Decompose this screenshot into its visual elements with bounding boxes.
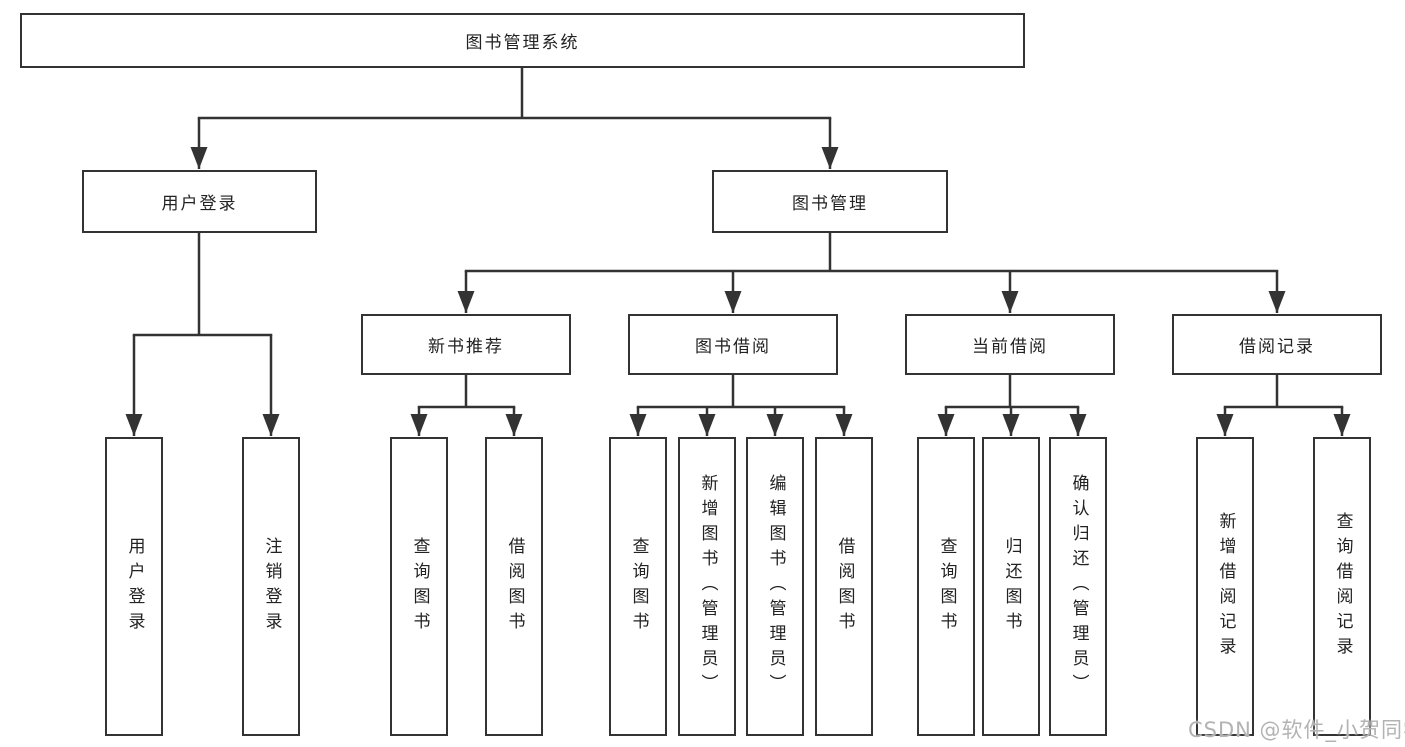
leaf-add-borrow-record: 新增借阅记录: [1196, 437, 1254, 736]
csdn-watermark: CSDN @软件_小贺同学: [1188, 718, 1405, 742]
connector-group: [125, 68, 1351, 436]
leaf-edit-books-admin: 编辑图书（管理员）: [746, 437, 804, 736]
leaf-borrow-books: 借阅图书: [485, 437, 543, 736]
leaf-user-login: 用户登录: [105, 437, 163, 736]
node-book-management: 图书管理: [712, 170, 948, 233]
leaf-logout: 注销登录: [242, 437, 300, 736]
leaf-confirm-return-admin: 确认归还（管理员）: [1049, 437, 1107, 736]
leaf-borrow-books: 借阅图书: [815, 437, 873, 736]
node-library-system: 图书管理系统: [20, 13, 1025, 68]
leaf-query-borrow-record: 查询借阅记录: [1313, 437, 1371, 736]
node-book-borrowing: 图书借阅: [628, 314, 838, 375]
node-current-borrowing: 当前借阅: [905, 314, 1115, 375]
node-user-login: 用户登录: [82, 170, 317, 233]
leaf-return-books: 归还图书: [982, 437, 1040, 736]
leaf-query-books: 查询图书: [917, 437, 975, 736]
leaf-query-books: 查询图书: [390, 437, 448, 736]
node-borrowing-records: 借阅记录: [1172, 314, 1382, 375]
leaf-add-books-admin: 新增图书（管理员）: [678, 437, 736, 736]
leaf-query-books: 查询图书: [609, 437, 667, 736]
node-new-book-recommend: 新书推荐: [361, 314, 571, 375]
